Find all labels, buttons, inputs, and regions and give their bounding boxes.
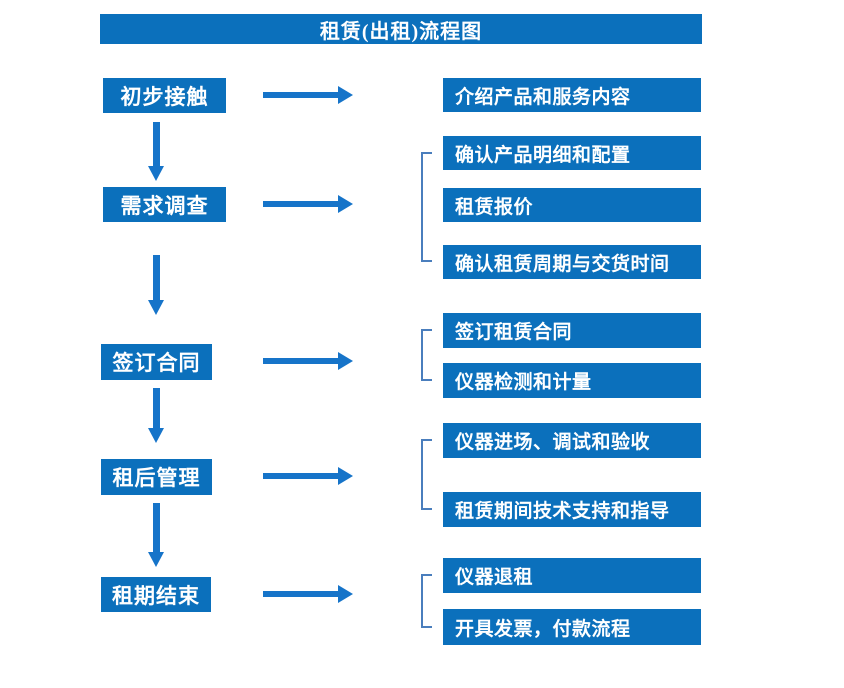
detail-box-confirm-rental-period-delivery: 确认租赁周期与交货时间	[443, 245, 701, 279]
detail-label: 仪器进场、调试和验收	[455, 432, 651, 453]
detail-label: 仪器退租	[455, 567, 534, 588]
step-box-sign-contract: 签订合同	[101, 344, 212, 380]
detail-label: 仪器检测和计量	[455, 372, 592, 393]
arrow-right-icon	[263, 86, 353, 104]
detail-box-introduce-products-services: 介绍产品和服务内容	[443, 78, 701, 112]
detail-label: 租赁报价	[455, 196, 534, 218]
step-box-post-rental-management: 租后管理	[101, 459, 212, 495]
detail-box-instrument-entry-commissioning-acceptance: 仪器进场、调试和验收	[443, 423, 701, 458]
detail-box-confirm-product-details: 确认产品明细和配置	[443, 136, 701, 170]
step-box-rental-end: 租期结束	[101, 577, 211, 612]
detail-label: 介绍产品和服务内容	[455, 86, 631, 108]
title-banner: 租赁(出租)流程图	[100, 14, 702, 44]
detail-box-technical-support-guidance: 租赁期间技术支持和指导	[443, 492, 701, 527]
arrow-right-icon	[263, 467, 353, 485]
detail-box-sign-rental-contract: 签订租赁合同	[443, 313, 701, 348]
group-bracket	[421, 574, 432, 628]
step-label: 签订合同	[112, 351, 201, 375]
step-box-demand-survey: 需求调查	[103, 187, 226, 222]
step-label: 租期结束	[112, 583, 200, 608]
detail-label: 开具发票，付款流程	[455, 618, 631, 640]
arrow-down-icon	[148, 255, 164, 315]
detail-box-rental-quotation: 租赁报价	[443, 188, 701, 222]
arrow-right-icon	[263, 195, 353, 213]
step-label: 需求调查	[120, 193, 209, 218]
arrow-right-icon	[263, 352, 353, 370]
page-title: 租赁(出租)流程图	[319, 20, 483, 43]
group-bracket	[421, 152, 432, 262]
arrow-right-icon	[263, 585, 353, 603]
step-box-initial-contact: 初步接触	[103, 78, 226, 113]
arrow-down-icon	[148, 122, 164, 181]
arrow-down-icon	[148, 388, 164, 443]
detail-box-invoice-payment-process: 开具发票，付款流程	[443, 609, 701, 645]
detail-box-instrument-inspection-metering: 仪器检测和计量	[443, 363, 701, 398]
group-bracket	[421, 329, 432, 381]
step-label: 租后管理	[112, 466, 201, 490]
detail-label: 确认产品明细和配置	[455, 144, 631, 166]
detail-label: 签订租赁合同	[455, 322, 573, 343]
group-bracket	[421, 439, 432, 510]
arrow-down-icon	[148, 503, 164, 567]
detail-box-instrument-return: 仪器退租	[443, 558, 701, 593]
step-label: 初步接触	[120, 84, 209, 109]
detail-label: 租赁期间技术支持和指导	[455, 501, 670, 522]
detail-label: 确认租赁周期与交货时间	[455, 253, 670, 275]
